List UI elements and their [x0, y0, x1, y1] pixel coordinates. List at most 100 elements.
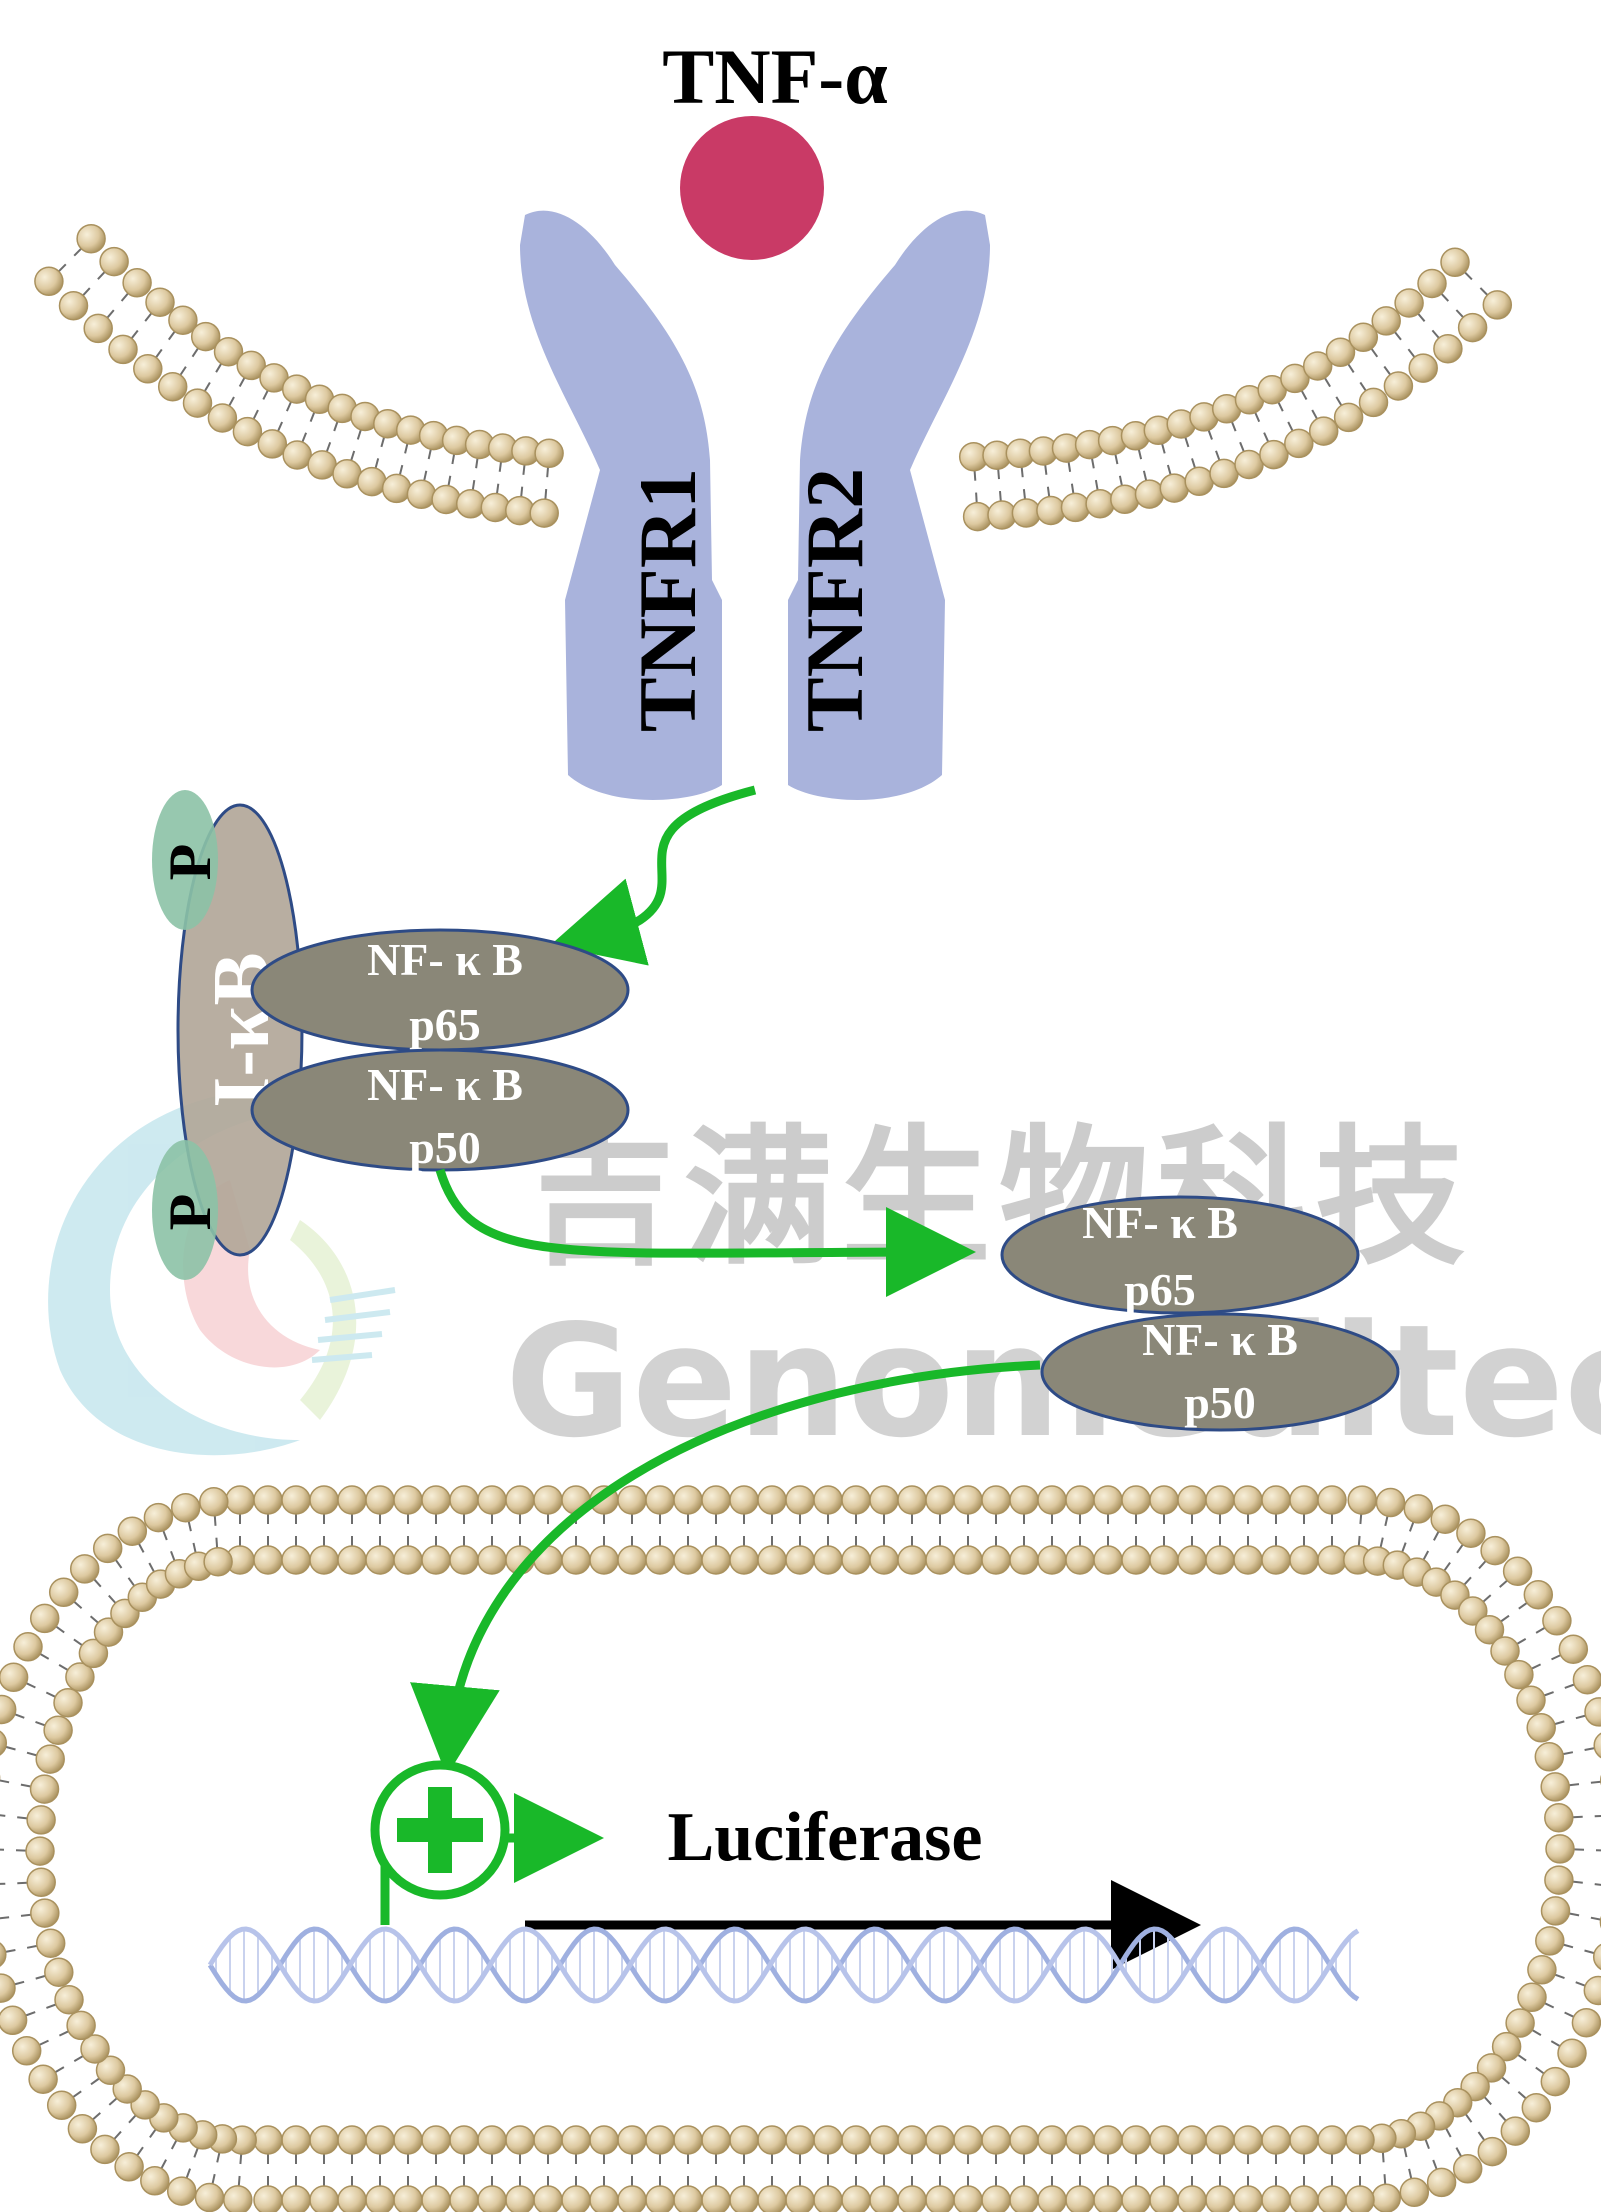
- lipid-head: [1500, 2116, 1531, 2146]
- lipid-tail: [26, 1944, 38, 1949]
- lipid-tail: [1383, 365, 1392, 376]
- lipid-tail: [130, 329, 139, 340]
- lipid-tail: [1431, 329, 1440, 339]
- lipid-tail: [73, 247, 83, 257]
- lipid-head: [1093, 1485, 1123, 1515]
- lipid-tail: [14, 1713, 25, 1719]
- lipid-tail: [1324, 377, 1331, 388]
- lipid-head: [232, 416, 263, 447]
- lipid-head: [0, 1662, 29, 1693]
- ligand-tnf-alpha: [680, 116, 824, 260]
- lipid-tail: [1563, 1943, 1574, 1949]
- lipid-head: [1477, 2136, 1508, 2167]
- lipid-tail: [427, 449, 432, 460]
- lipid-head: [1177, 2125, 1207, 2155]
- lipid-tail: [1554, 1720, 1565, 1726]
- lipid-tail: [213, 1515, 217, 1526]
- lipid-tail: [149, 2128, 157, 2138]
- lipid-head: [1149, 2185, 1179, 2212]
- lipid-tail: [14, 1980, 25, 1986]
- lipid-head: [841, 2185, 871, 2212]
- lipid-head: [199, 1487, 229, 1517]
- lipid-head: [166, 2176, 197, 2206]
- lipid-head: [282, 440, 312, 470]
- lipid-head: [1572, 1664, 1601, 1695]
- lipid-tail: [1394, 331, 1402, 341]
- lipid-tail: [35, 1974, 46, 1980]
- lipid-tail: [1230, 421, 1237, 432]
- lipid-tail: [1445, 2127, 1452, 2138]
- lipid-tail: [1440, 293, 1450, 302]
- lipid-head: [1457, 312, 1488, 343]
- lipid-head: [1544, 1802, 1574, 1833]
- lipid-tail: [544, 489, 548, 500]
- lipid-head: [841, 2125, 871, 2155]
- lipid-tail: [39, 1653, 50, 1660]
- lipid-head: [785, 2125, 815, 2155]
- lipid-tail: [1370, 348, 1379, 358]
- lipid-head: [29, 1774, 60, 1804]
- lipid-head: [92, 1533, 123, 1564]
- lipid-head: [66, 2010, 96, 2041]
- lipid-head: [1037, 1485, 1067, 1515]
- lipid-head: [757, 2125, 787, 2155]
- lipid-head: [813, 2185, 843, 2212]
- lipid-tail: [128, 2114, 137, 2124]
- lipid-tail: [252, 409, 259, 420]
- lipid-head: [95, 2055, 126, 2086]
- lipid-head: [1558, 1634, 1589, 1664]
- lipid-head: [76, 223, 106, 254]
- lipid-tail: [1564, 1683, 1575, 1689]
- lipid-tail: [447, 475, 452, 486]
- lipid-head: [813, 1485, 843, 1515]
- lipid-tail: [90, 2077, 100, 2086]
- lipid-head: [477, 2125, 507, 2155]
- lipid-tail: [1118, 475, 1123, 486]
- receptor-tnfr2-shape: [788, 210, 990, 800]
- lipid-tail: [20, 1783, 31, 1788]
- lipid-head: [1149, 1485, 1179, 1515]
- lipid-tail: [1443, 1562, 1451, 1572]
- lipid-head: [143, 1502, 174, 1533]
- lipid-head: [561, 2185, 591, 2212]
- lipid-head: [701, 2125, 731, 2155]
- lipid-head: [203, 1546, 233, 1577]
- lipid-head: [0, 1973, 16, 2003]
- lipid-tail: [1417, 312, 1426, 322]
- lipid-head: [505, 495, 535, 526]
- lipid-head: [108, 334, 138, 365]
- lipid-tail: [1531, 1663, 1542, 1670]
- lipid-head: [1521, 2092, 1552, 2123]
- lipid-tail: [1564, 2011, 1575, 2018]
- lipid-tail: [498, 461, 502, 472]
- lipid-head: [1345, 2125, 1375, 2155]
- lipid-tail: [380, 436, 386, 448]
- lipid-head: [117, 1516, 148, 1546]
- lipid-tail: [1499, 1579, 1508, 1588]
- lipid-tail: [1091, 458, 1095, 469]
- lipid-head: [673, 1485, 703, 1515]
- lipid-head: [1347, 1485, 1377, 1515]
- lipid-tail: [20, 1913, 32, 1917]
- lipid-tail: [239, 2153, 243, 2165]
- lipid-tail: [0, 1916, 10, 1920]
- lipid-head: [1358, 387, 1389, 418]
- lipid-head: [953, 2125, 983, 2155]
- lipid-head: [505, 2185, 535, 2212]
- lipid-head: [0, 1942, 7, 1967]
- lipid-head: [1121, 1485, 1151, 1515]
- lipid-head: [1009, 2125, 1039, 2155]
- lipid-tail: [1403, 2147, 1408, 2158]
- lipid-head: [1440, 247, 1470, 278]
- lipid-head: [190, 321, 221, 352]
- lipid-tail: [215, 1537, 219, 1548]
- lipid-head: [225, 1485, 255, 1515]
- lipid-tail: [93, 1578, 102, 1588]
- lipid-head: [1317, 1545, 1347, 1575]
- lipid-head: [1526, 1713, 1556, 1743]
- lipid-head: [1491, 2031, 1522, 2062]
- lipid-head: [673, 2125, 703, 2155]
- lipid-tail: [1359, 1513, 1363, 1525]
- lipid-tail: [1575, 1981, 1586, 1987]
- lipid-head: [1093, 1545, 1123, 1575]
